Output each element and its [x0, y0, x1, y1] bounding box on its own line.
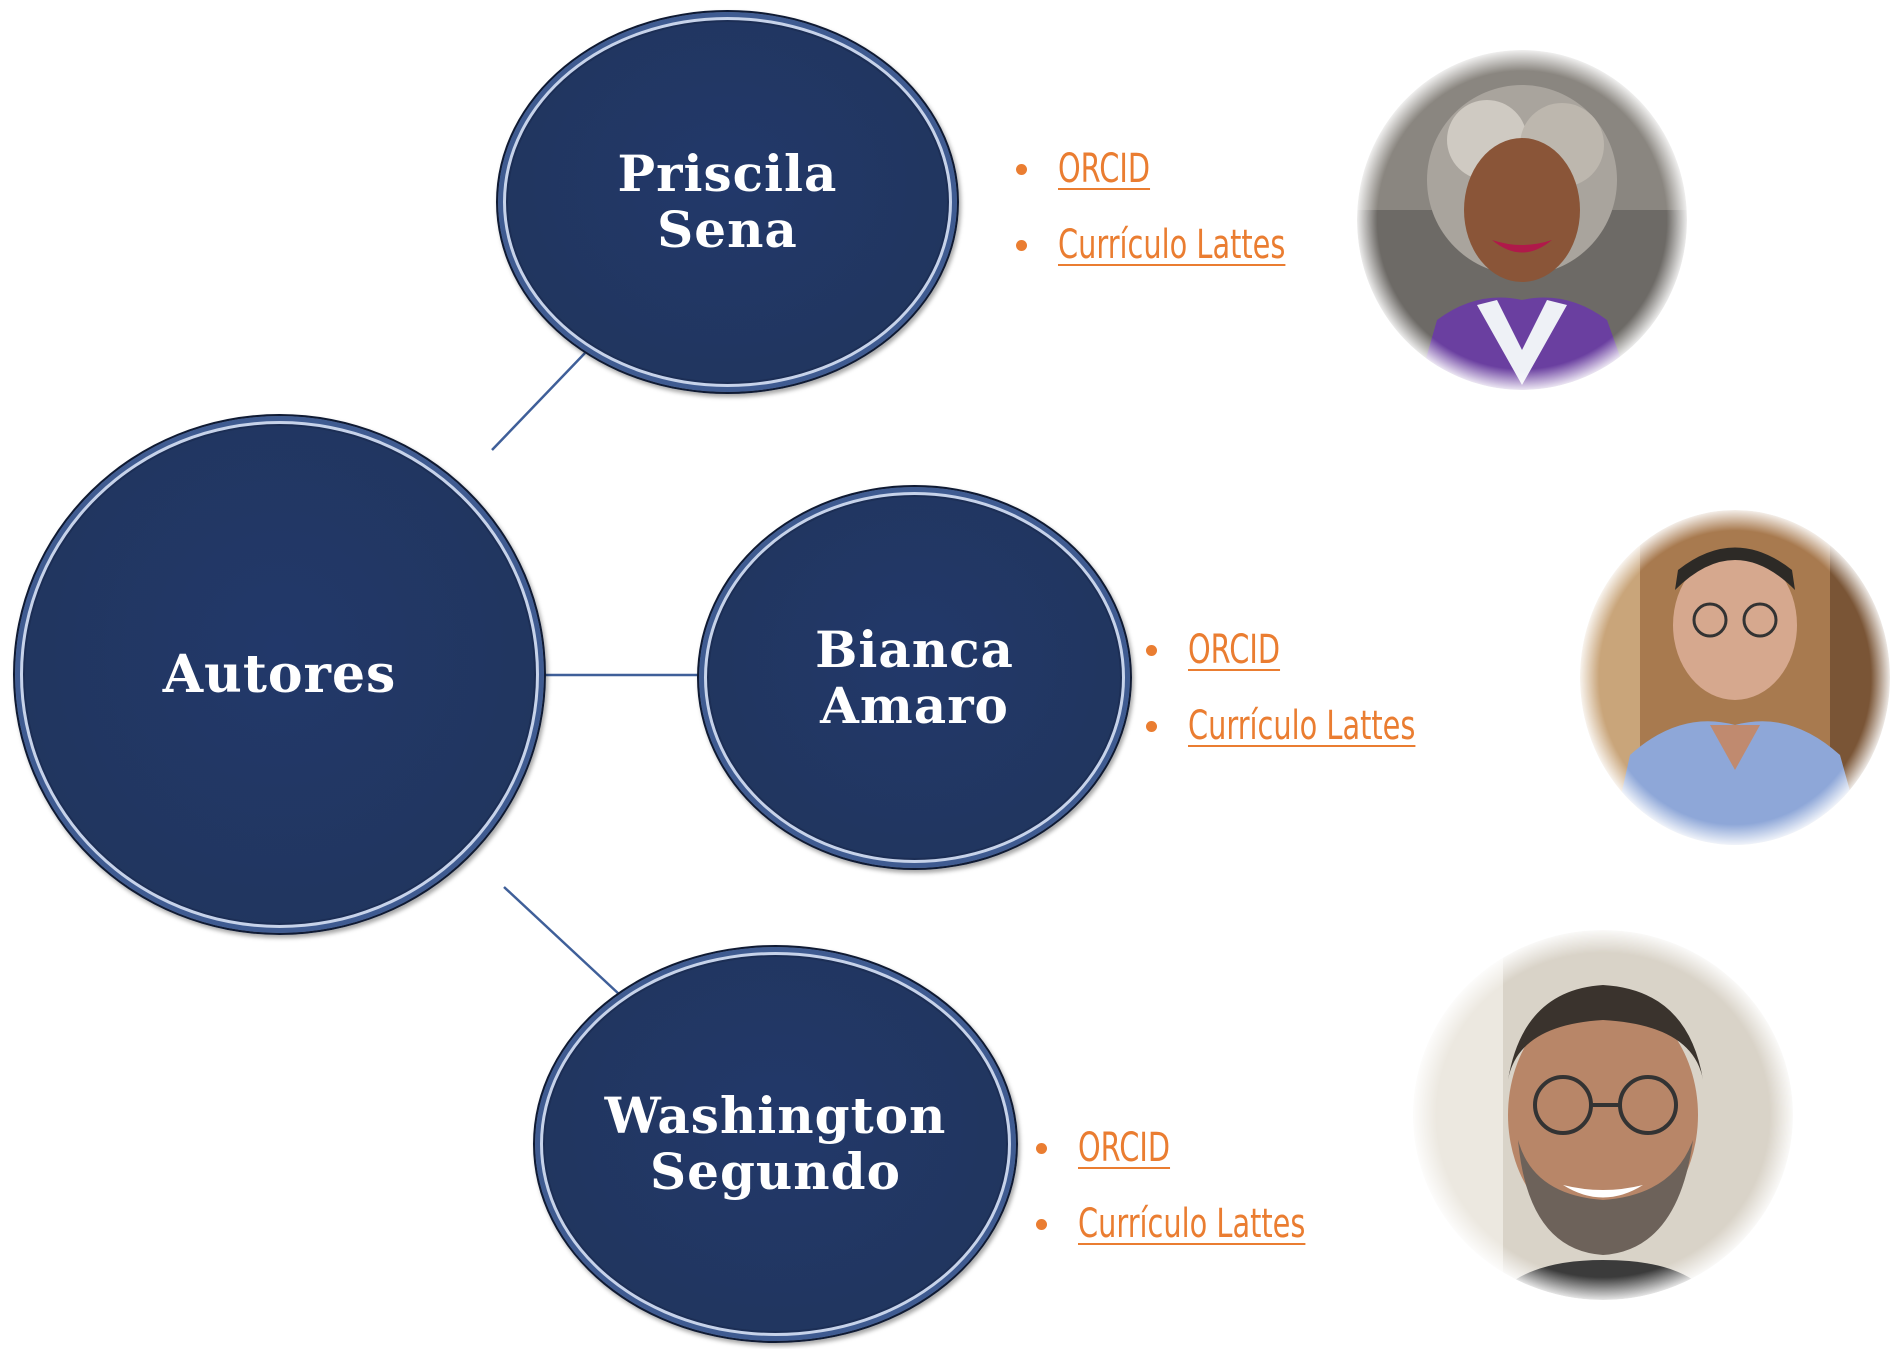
portrait-woman-icon — [1580, 510, 1890, 845]
orcid-link[interactable]: ORCID — [1078, 1125, 1171, 1171]
bullet-icon — [1016, 164, 1027, 175]
author-node-bianca-amaro: Bianca Amaro — [697, 485, 1132, 870]
author-last-name: Sena — [657, 200, 798, 259]
list-item: Currículo Lattes — [1146, 688, 1504, 764]
author-last-name: Segundo — [650, 1142, 901, 1201]
bullet-icon — [1036, 1219, 1047, 1230]
portrait-man-icon — [1413, 930, 1793, 1300]
author-links-priscila: ORCID Currículo Lattes — [1016, 131, 1374, 283]
root-node-label: Autores — [162, 643, 397, 705]
portrait-woman-icon — [1357, 50, 1687, 390]
author-node-washington-segundo: Washington Segundo — [533, 945, 1018, 1343]
bullet-icon — [1146, 645, 1157, 656]
bullet-icon — [1146, 721, 1157, 732]
connector-to-priscila — [491, 352, 586, 451]
author-name: Bianca Amaro — [815, 619, 1014, 735]
author-first-name: Bianca — [815, 619, 1014, 679]
author-node-priscila-sena: Priscila Sena — [496, 10, 959, 394]
author-photo-priscila — [1357, 50, 1687, 390]
author-links-bianca: ORCID Currículo Lattes — [1146, 612, 1504, 764]
bullet-icon — [1016, 240, 1027, 251]
curriculo-lattes-link[interactable]: Currículo Lattes — [1188, 703, 1416, 749]
curriculo-lattes-link[interactable]: Currículo Lattes — [1058, 222, 1286, 268]
author-links-washington: ORCID Currículo Lattes — [1036, 1110, 1394, 1262]
orcid-link[interactable]: ORCID — [1058, 146, 1151, 192]
list-item: Currículo Lattes — [1016, 207, 1374, 283]
author-first-name: Priscila — [617, 144, 838, 203]
bullet-icon — [1036, 1143, 1047, 1154]
author-photo-washington — [1413, 930, 1793, 1300]
list-item: Currículo Lattes — [1036, 1186, 1394, 1262]
root-node-autores: Autores — [13, 414, 546, 935]
author-name: Priscila Sena — [618, 146, 838, 258]
connector-to-washington — [503, 886, 621, 996]
author-photo-bianca — [1580, 510, 1890, 845]
list-item: ORCID — [1146, 612, 1504, 688]
orcid-link[interactable]: ORCID — [1188, 627, 1281, 673]
author-first-name: Washington — [604, 1086, 947, 1145]
author-last-name: Amaro — [820, 675, 1009, 735]
author-name: Washington Segundo — [605, 1088, 947, 1200]
curriculo-lattes-link[interactable]: Currículo Lattes — [1078, 1201, 1306, 1247]
list-item: ORCID — [1016, 131, 1374, 207]
list-item: ORCID — [1036, 1110, 1394, 1186]
